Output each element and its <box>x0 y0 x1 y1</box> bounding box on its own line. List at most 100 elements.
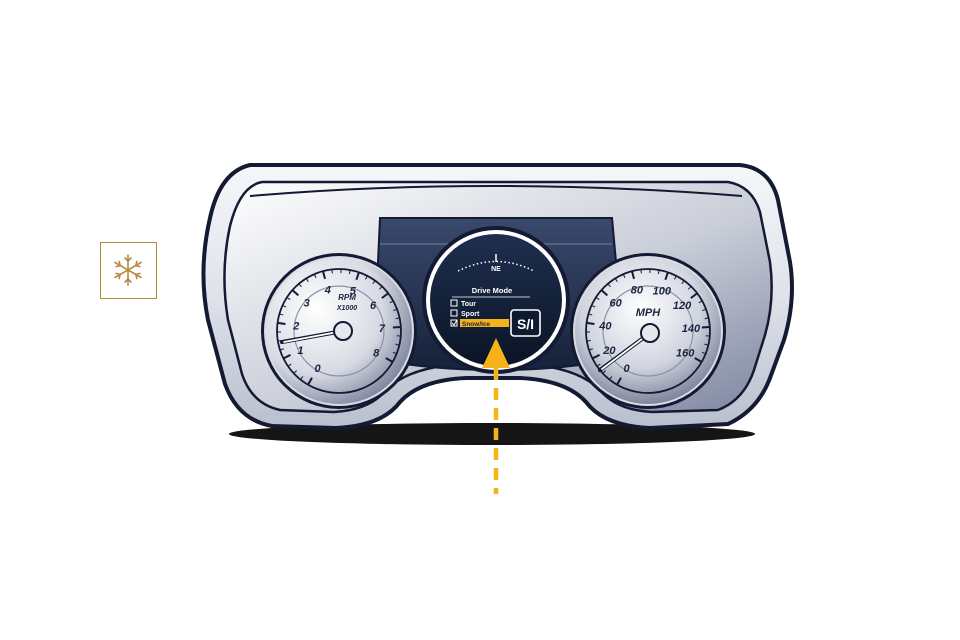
speedo-tick-label: 160 <box>676 348 695 360</box>
tach-tick-label: 3 <box>304 298 310 310</box>
snow-mode-icon-box <box>100 242 157 299</box>
speedo-tick <box>657 269 660 275</box>
option-checkbox-tour[interactable] <box>450 299 458 307</box>
speedo-tick <box>674 275 677 280</box>
tach-tick <box>293 370 298 374</box>
speedo-tick-label: 40 <box>598 320 612 332</box>
speedo-tick-label: 140 <box>682 323 701 335</box>
option-label-sport[interactable]: Sport <box>461 311 480 318</box>
speedo-tick <box>607 283 611 288</box>
tach-tick <box>392 325 401 329</box>
speedo-tick <box>609 376 613 380</box>
speedo-tick <box>588 313 593 316</box>
tach-tick <box>393 308 398 312</box>
tach-tick <box>355 271 360 281</box>
tach-tick <box>395 343 400 346</box>
speedo-tick <box>681 280 685 285</box>
center-display: NE Drive Mode Tour Sport Snow/Ice S/I <box>422 226 570 374</box>
mode-badge <box>510 309 541 337</box>
tach-tick <box>307 377 313 386</box>
brow-line <box>249 185 743 197</box>
tach-unit-rpm: RPM <box>338 293 356 302</box>
tach-tick <box>282 304 287 308</box>
tach-tick <box>392 351 397 355</box>
speedo-tick <box>588 348 593 351</box>
speedo-tick <box>698 300 703 304</box>
tach-tick <box>287 363 292 367</box>
tach-tick-label: 1 <box>297 345 303 357</box>
cluster-shadow <box>229 423 755 445</box>
speedo-tick <box>664 271 669 281</box>
speedo-tick-label: 80 <box>631 284 644 296</box>
tach-tick <box>389 300 394 304</box>
tach-tick <box>279 313 284 316</box>
tach-tick <box>372 280 376 285</box>
speedo-tick <box>694 357 703 363</box>
tach-tick <box>279 348 284 351</box>
speedo-tick <box>591 304 596 308</box>
option-highlight <box>460 319 509 327</box>
tach-tick <box>277 321 286 325</box>
tach-tick-label: 7 <box>379 323 386 335</box>
speedo-tick-label: 0 <box>623 363 630 375</box>
speedo-tick <box>630 270 635 280</box>
tach-tick <box>365 275 368 280</box>
tach-tick <box>286 296 291 300</box>
tach-tick <box>282 353 292 360</box>
tach-needle <box>283 330 344 343</box>
tach-tick <box>321 270 326 280</box>
tach-tick <box>291 289 300 297</box>
arrow-head <box>482 338 510 368</box>
speedo-hub <box>640 323 660 343</box>
tach-tick <box>300 376 304 380</box>
tach-tick-label: 6 <box>370 300 377 312</box>
checkmark-icon <box>451 319 458 326</box>
tach-tick <box>305 278 309 283</box>
speedo-tick <box>600 289 609 297</box>
speedo-tick-label: 60 <box>610 298 623 310</box>
speedo-tick <box>704 317 709 320</box>
speedo-tick <box>687 286 692 290</box>
tach-tick-label: 0 <box>314 363 321 375</box>
compass-arc <box>457 260 535 272</box>
tach-tick <box>313 273 317 278</box>
speedo-tick <box>586 339 591 342</box>
speedo-tick <box>596 363 601 367</box>
speedo-tick <box>616 377 622 386</box>
tach-tick-label: 2 <box>292 320 299 332</box>
snowflake-icon <box>112 254 144 286</box>
speedo-tick-label: 100 <box>653 285 672 297</box>
tach-tick-label: 4 <box>324 284 331 296</box>
speedo-tick-label: 20 <box>602 345 616 357</box>
tach-tick-label: 5 <box>350 285 357 297</box>
option-checkbox-snow-ice[interactable] <box>450 319 458 327</box>
tach-tick <box>395 317 400 320</box>
option-label-snow-ice[interactable]: Snow/Ice <box>462 321 491 328</box>
mode-badge-label: S/I <box>517 316 534 332</box>
speedo-tick <box>690 292 698 299</box>
tach-tick <box>381 292 389 299</box>
option-checkbox-sport[interactable] <box>450 309 458 317</box>
tach-tick <box>348 269 351 275</box>
tach-hub <box>333 321 353 341</box>
speedo-tick <box>622 273 626 278</box>
option-label-tour[interactable]: Tour <box>461 301 476 308</box>
tach-tick <box>298 283 302 288</box>
speedo-unit: MPH <box>636 307 662 319</box>
speedo-tick <box>701 351 706 355</box>
tach-tick <box>378 286 383 290</box>
speedo-tick <box>701 325 710 329</box>
speedo-tick <box>595 296 600 300</box>
speedo-tick <box>591 353 601 360</box>
speedo-tick <box>702 308 707 312</box>
speedo-tick <box>614 278 618 283</box>
tach-unit-x1000: X1000 <box>336 305 357 312</box>
speedo-tick <box>704 343 709 346</box>
pointer-arrow <box>482 338 510 494</box>
speedo-tick-label: 120 <box>673 300 692 312</box>
tach-tick-label: 8 <box>373 348 380 360</box>
